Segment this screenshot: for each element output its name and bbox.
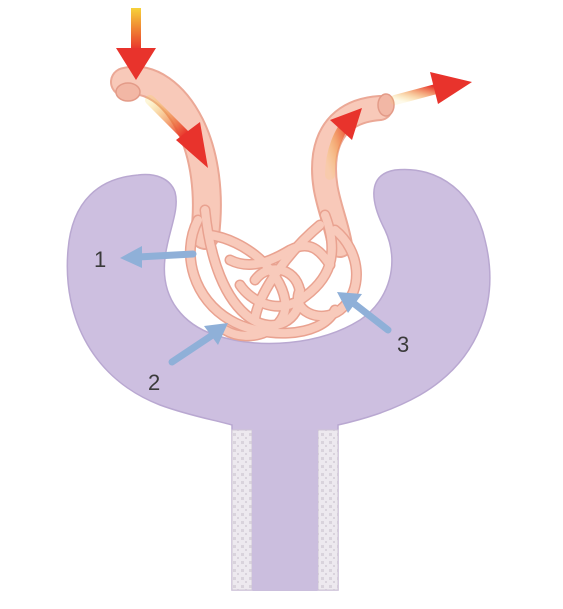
tubule-lumen: [252, 430, 318, 590]
label-3: 3: [397, 332, 409, 357]
tubule-wall-left: [232, 430, 252, 590]
tubule-wall-right: [318, 430, 338, 590]
flow-arrow-out-right: [395, 72, 472, 104]
label-2: 2: [148, 370, 160, 395]
afferent-opening: [116, 83, 140, 101]
label-1: 1: [94, 247, 106, 272]
